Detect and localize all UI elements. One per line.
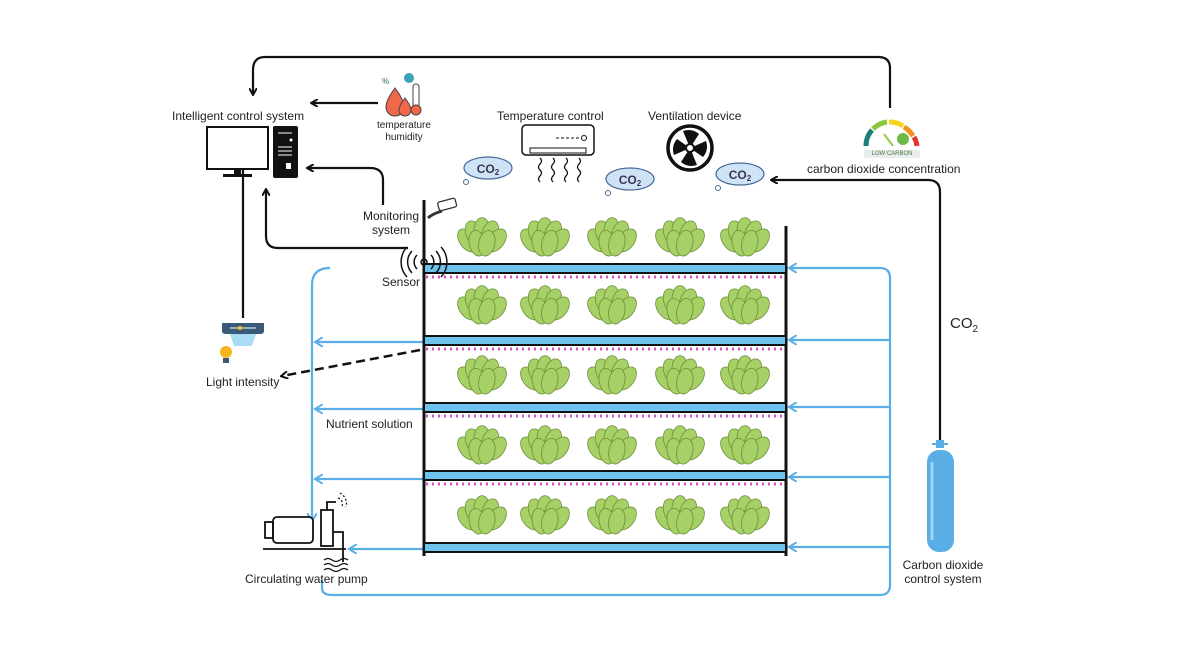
- temperature-humidity-icon: %: [382, 73, 422, 117]
- temperature-control-label: Temperature control: [497, 109, 604, 123]
- computer-icon: [206, 126, 298, 178]
- shelf: [423, 335, 787, 351]
- control-arrows: [243, 55, 942, 440]
- ventilation-fan-icon: [666, 124, 714, 172]
- lettuce-plant: [520, 495, 570, 535]
- co2-text: CO: [950, 315, 973, 332]
- humidity-text: humidity: [385, 132, 423, 143]
- svg-text:%: %: [382, 77, 389, 86]
- nutrient-water-loop: [312, 268, 892, 597]
- lettuce-plants: [457, 217, 770, 535]
- shelf: [423, 542, 787, 553]
- co2-cloud-icon: CO2: [715, 162, 765, 191]
- lettuce-plant: [720, 425, 770, 465]
- monitoring-text: Monitoring: [362, 209, 420, 223]
- lettuce-plant: [457, 425, 507, 465]
- lettuce-plant: [587, 425, 637, 465]
- lettuce-plant: [520, 355, 570, 395]
- lettuce-plant: [655, 285, 705, 325]
- co2-cloud-text: CO2: [729, 168, 752, 183]
- air-conditioner-icon: [521, 124, 595, 183]
- lettuce-plant: [587, 495, 637, 535]
- lettuce-plant: [655, 425, 705, 465]
- intelligent-control-label: Intelligent control system: [172, 109, 305, 123]
- ventilation-device-label: Ventilation device: [648, 109, 742, 123]
- lettuce-plant: [520, 217, 570, 257]
- co2-concentration-label: carbon dioxide concentration: [807, 162, 961, 176]
- lettuce-plant: [457, 495, 507, 535]
- shelf: [423, 402, 787, 418]
- lettuce-plant: [587, 217, 637, 257]
- co2-system-line1: Carbon dioxide: [902, 558, 984, 572]
- lettuce-plant: [655, 217, 705, 257]
- water-pump-icon: [263, 492, 349, 573]
- lettuce-plant: [720, 495, 770, 535]
- monitoring-camera-icon: [426, 197, 458, 220]
- co2-tank-icon: [927, 440, 954, 552]
- co2-line-label: CO2: [950, 315, 978, 339]
- lettuce-plant: [457, 355, 507, 395]
- gauge-text: LOW CARBON: [871, 151, 913, 157]
- lettuce-plant: [457, 285, 507, 325]
- lettuce-plant: [655, 495, 705, 535]
- co2-cloud-text: CO2: [477, 162, 500, 177]
- nutrient-solution-label: Nutrient solution: [326, 417, 413, 431]
- co2-subscript: 2: [972, 324, 979, 335]
- sensor-icon: [400, 246, 448, 278]
- shelf: [423, 263, 787, 279]
- co2-cloud-text: CO2: [619, 173, 642, 188]
- co2-cloud-icon: CO2: [605, 167, 655, 196]
- co2-gauge-icon: [863, 119, 920, 158]
- co2-cloud-icon: CO2: [463, 156, 513, 185]
- co2-system-line2: control system: [904, 572, 982, 586]
- lettuce-plant: [720, 285, 770, 325]
- lettuce-plant: [720, 355, 770, 395]
- circulating-pump-label: Circulating water pump: [245, 572, 368, 586]
- lettuce-plant: [457, 217, 507, 257]
- temperature-text: temperature: [377, 120, 431, 131]
- lettuce-plant: [587, 285, 637, 325]
- shelf: [423, 470, 787, 486]
- grow-light-icon: [220, 323, 264, 363]
- lettuce-plant: [587, 355, 637, 395]
- sensor-label: Sensor: [382, 275, 421, 289]
- lettuce-plant: [520, 285, 570, 325]
- lettuce-plant: [655, 355, 705, 395]
- lettuce-plant: [520, 425, 570, 465]
- lettuce-plant: [720, 217, 770, 257]
- system-text: system: [371, 223, 410, 237]
- light-intensity-label: Light intensity: [206, 375, 280, 389]
